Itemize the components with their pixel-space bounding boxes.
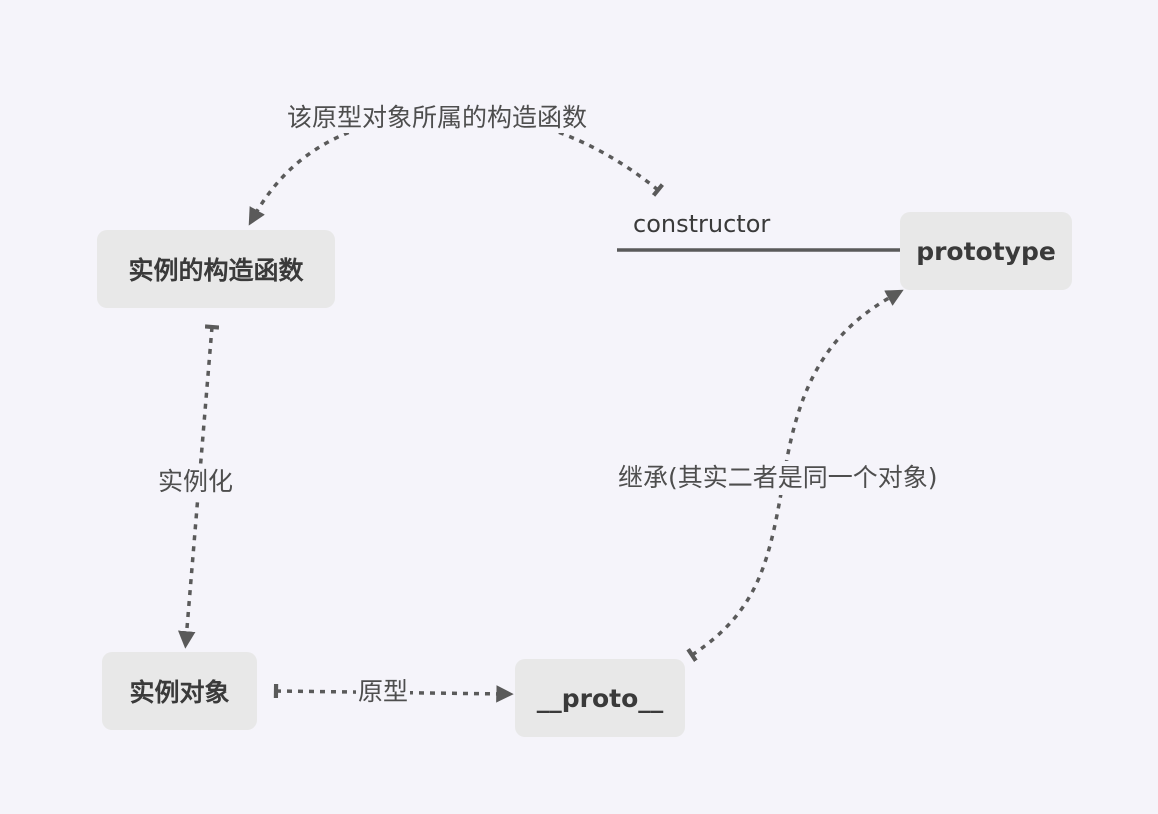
instance-object-node: 实例对象 [102, 652, 257, 730]
proto-node: __proto__ [515, 659, 685, 737]
owning-constructor-label: 该原型对象所属的构造函数 [283, 103, 592, 133]
inheritance-label: 继承(其实二者是同一个对象) [614, 461, 942, 495]
constructor-function-node: 实例的构造函数 [97, 230, 335, 308]
edge-inheritance [686, 289, 904, 662]
prototype-link-label: 原型 [356, 677, 411, 707]
prototype-node: prototype [900, 212, 1072, 290]
instantiation-label: 实例化 [156, 465, 236, 499]
constructor-label: constructor [633, 210, 771, 238]
